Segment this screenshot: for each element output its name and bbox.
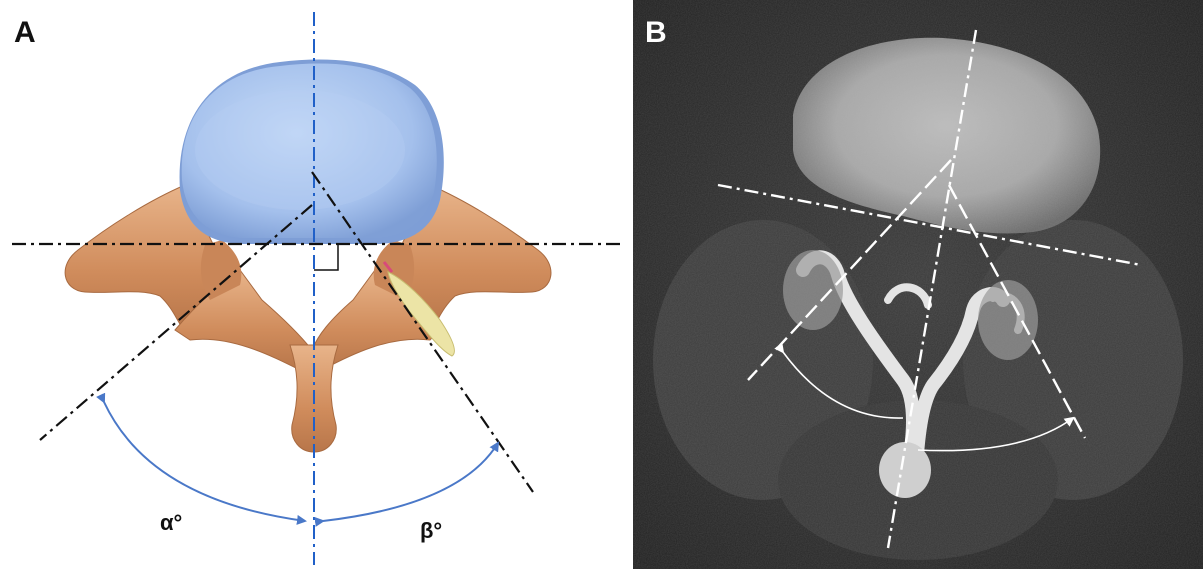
ct-image: B (633, 0, 1203, 569)
alpha-label: α° (160, 510, 182, 535)
beta-angle-arc (323, 443, 498, 521)
right-angle-icon (314, 244, 338, 270)
beta-label: β° (420, 518, 442, 543)
vertebra-diagram: A α° β° (0, 0, 630, 569)
panel-b-label: B (645, 16, 667, 49)
vertebral-body (180, 60, 444, 244)
alpha-angle-arc (104, 402, 305, 521)
panel-b-ct-scan: B (633, 0, 1203, 569)
panel-a-label: A (14, 16, 36, 49)
panel-a-illustration: A α° β° (0, 0, 630, 569)
